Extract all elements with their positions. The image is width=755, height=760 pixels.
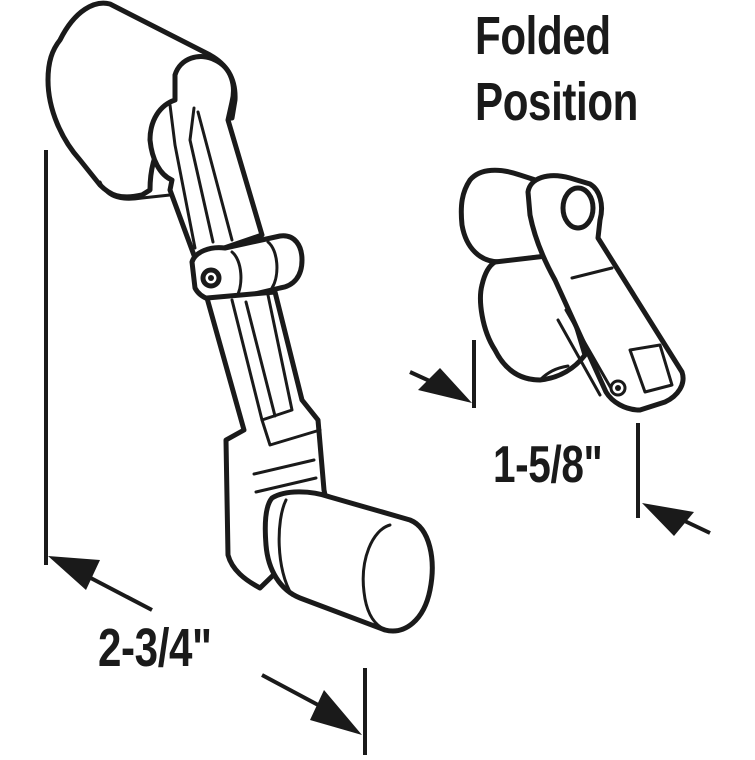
folded-crank-handle xyxy=(458,167,686,413)
crank-knob xyxy=(262,489,435,634)
main-dimension-label: 2-3/4" xyxy=(98,618,212,678)
extended-crank-handle xyxy=(45,0,435,634)
crank-hub xyxy=(45,0,238,200)
folded-dimension-label: 1-5/8" xyxy=(493,436,603,494)
folded-position-title-line1: Folded xyxy=(475,6,611,66)
dimension-arrow-left xyxy=(84,573,153,612)
folded-position-title-line2: Position xyxy=(475,72,639,132)
folded-pivot-hole xyxy=(560,185,596,231)
folded-clip xyxy=(628,343,674,394)
